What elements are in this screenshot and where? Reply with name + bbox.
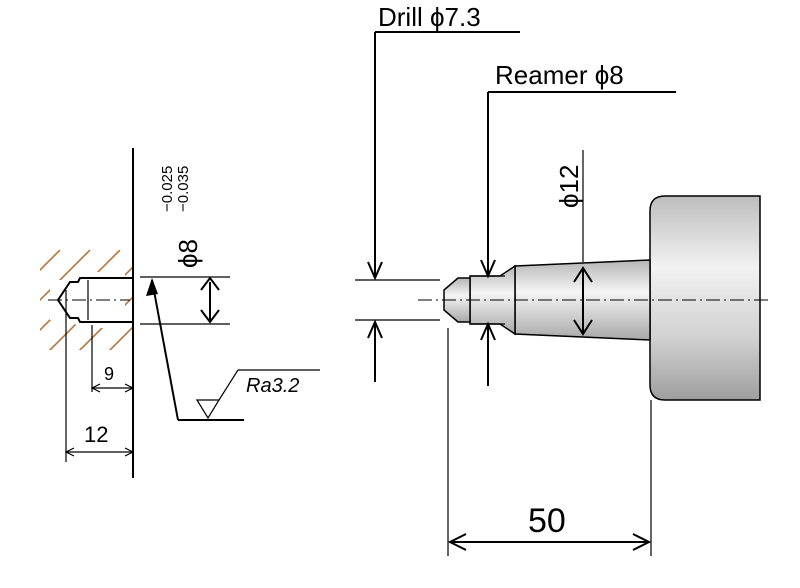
length-label: 50	[528, 502, 566, 540]
tool-body	[649, 195, 761, 401]
tool-pilot	[443, 277, 471, 323]
left-view: ϕ8 −0.025 −0.035 9 12 Ra3.2	[40, 148, 320, 478]
reamer-label: Reamer ϕ8	[495, 60, 624, 90]
dia8-arrow-up	[200, 276, 220, 291]
right-view: Drill ϕ7.3 Reamer ϕ8 ϕ12 50	[355, 2, 770, 556]
dia8-label: ϕ8	[173, 239, 203, 268]
roughness-symbol-icon	[195, 399, 221, 420]
drill-label: Drill ϕ7.3	[378, 2, 481, 32]
depth-9-label: 9	[104, 364, 114, 384]
dia8-arrow-down	[200, 309, 220, 324]
roughness-leader	[151, 279, 179, 421]
dia12-label: ϕ12	[554, 165, 584, 208]
tolerance-lower: −0.035	[175, 166, 192, 212]
depth-12-label: 12	[84, 422, 108, 447]
roughness-label: Ra3.2	[246, 375, 299, 397]
tolerance-upper: −0.025	[159, 166, 176, 212]
